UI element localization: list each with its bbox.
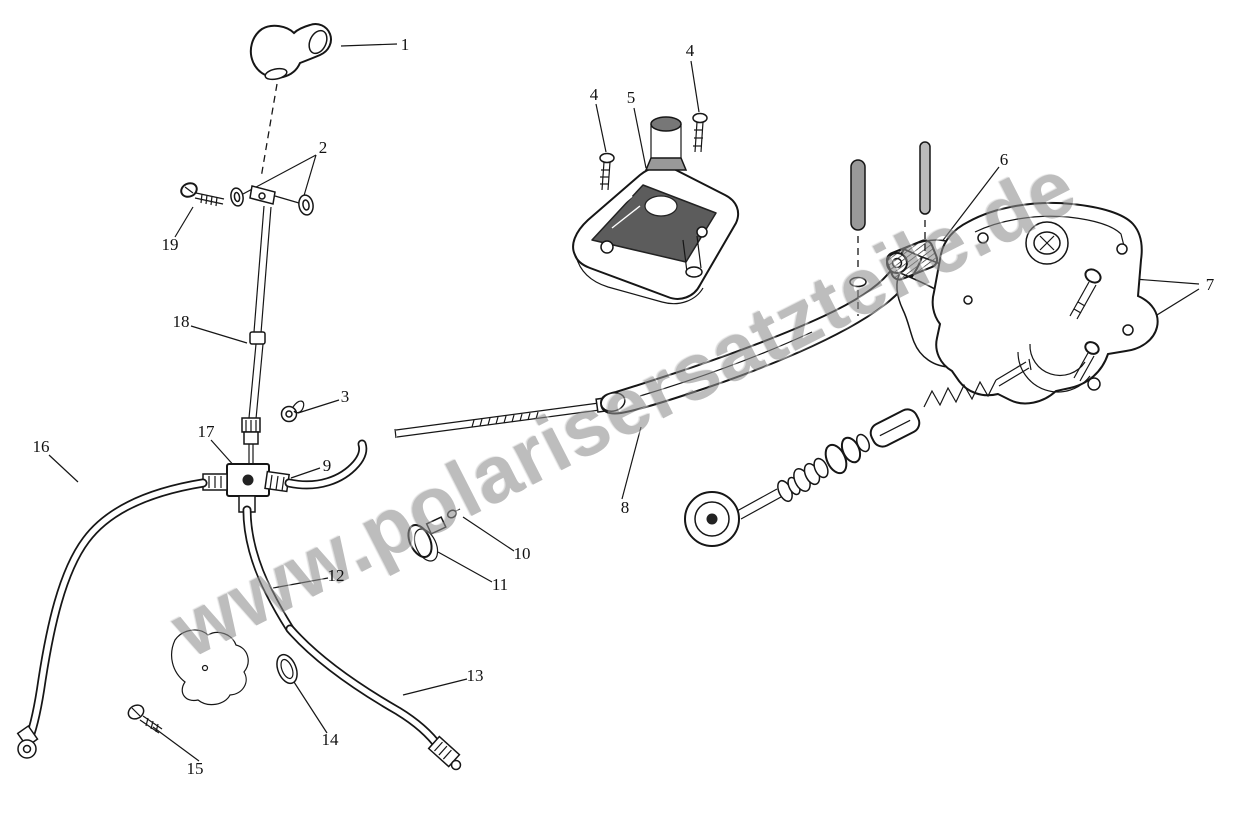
part-cover-screws (599, 112, 708, 191)
callout-10: 10 (513, 544, 531, 563)
callout-17: 17 (197, 422, 215, 441)
part-master-cylinder-body (931, 201, 1159, 405)
callout-1: 1 (400, 35, 410, 54)
part-brake-rod (241, 205, 272, 464)
callout-4: 4 (685, 41, 695, 60)
callout-14: 14 (321, 730, 339, 749)
callout-16: 16 (32, 437, 50, 456)
callout-13: 13 (466, 666, 484, 685)
callout-3: 3 (340, 387, 350, 406)
callout-9: 9 (322, 456, 332, 475)
callout-leader-lines (48, 43, 1200, 762)
callout-2: 2 (318, 138, 328, 157)
part-piston-spring-assembly (684, 358, 1032, 547)
part-mount-screw-and-pad (127, 629, 249, 734)
part-brake-hose-lower (285, 624, 462, 771)
callout-8: 8 (620, 498, 630, 517)
part-clamp-bolts (1069, 268, 1102, 382)
part-reservoir-cover (572, 116, 740, 305)
callout-5: 5 (626, 88, 636, 107)
callout-19: 19 (161, 235, 179, 254)
part-pivot-pins (849, 141, 931, 316)
part-worm-clamp (407, 508, 461, 562)
part-junction-block (226, 463, 270, 497)
part-pivot-bolt-and-washers (180, 182, 314, 216)
callout-18: 18 (172, 312, 190, 331)
callout-6: 6 (999, 150, 1009, 169)
part-hose-clip (276, 653, 298, 685)
callout-15: 15 (186, 759, 204, 778)
part-dust-boot (249, 23, 332, 179)
callout-7: 7 (1205, 275, 1215, 294)
callout-12: 12 (327, 566, 345, 585)
callout-11: 11 (491, 575, 509, 594)
part-piston-hatched (885, 239, 939, 281)
part-brake-hose-left (16, 473, 228, 759)
part-grommet (280, 400, 305, 423)
part-hose-upper (264, 439, 368, 493)
callout-4: 4 (589, 85, 599, 104)
part-hose-middle (238, 495, 295, 634)
part-push-rod (394, 396, 625, 439)
